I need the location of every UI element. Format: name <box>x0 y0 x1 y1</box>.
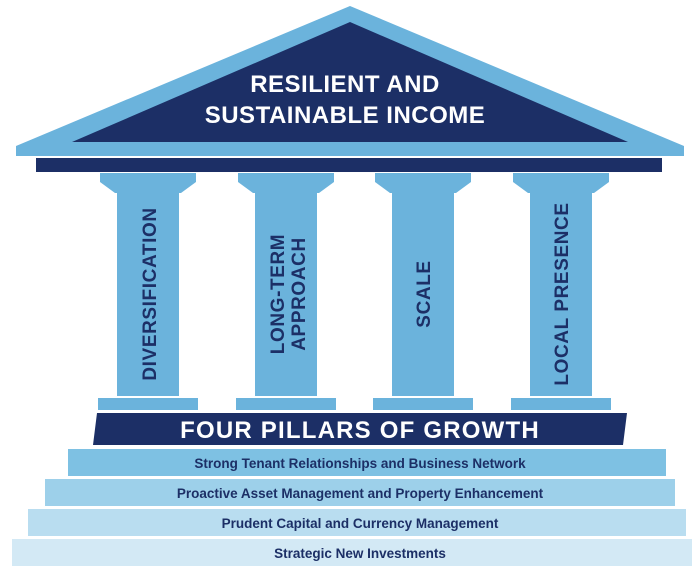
foundation-steps: Strong Tenant Relationships and Business… <box>12 449 692 566</box>
pillar-scale: SCALE <box>373 173 473 410</box>
roof-title-line1: RESILIENT AND <box>250 71 440 98</box>
pillar-shaft <box>530 193 592 396</box>
pillar-label-line1: LOCAL PRESENCE <box>552 202 573 385</box>
pillar-capital <box>513 173 609 182</box>
pillar-capital-flare <box>100 182 196 193</box>
pillar-label-line1: SCALE <box>414 260 435 327</box>
step-4 <box>12 539 692 566</box>
pillar-shaft <box>255 193 317 396</box>
pillar-shaft <box>392 193 454 396</box>
pillar-capital <box>238 173 334 182</box>
architrave <box>36 158 662 172</box>
pillar-capital-flare <box>513 182 609 193</box>
pillar-shaft <box>117 193 179 396</box>
step-1-label: Strong Tenant Relationships and Business… <box>194 456 526 471</box>
step-1 <box>68 449 666 476</box>
pillar-label-line1: DIVERSIFICATION <box>140 207 161 380</box>
step-3 <box>28 509 686 536</box>
four-pillars-banner: FOUR PILLARS OF GROWTH <box>93 413 627 445</box>
pillar-capital-flare <box>238 182 334 193</box>
roof: RESILIENT AND SUSTAINABLE INCOME <box>16 6 684 156</box>
pillar-base <box>373 398 473 410</box>
pillar-diversification: DIVERSIFICATION <box>98 173 198 410</box>
pillar-label-line1: LONG-TERM <box>268 234 289 354</box>
pillar-capital <box>100 173 196 182</box>
banner-shape <box>93 413 627 445</box>
step-4-label: Strategic New Investments <box>274 546 446 561</box>
pillar-base <box>236 398 336 410</box>
pillar-capital-flare <box>375 182 471 193</box>
pillar-base <box>511 398 611 410</box>
banner-label: FOUR PILLARS OF GROWTH <box>180 417 540 444</box>
pillar-label-line2: APPROACH <box>289 237 310 351</box>
pillar-long-term-approach: LONG-TERM APPROACH <box>236 173 336 410</box>
pillar-local-presence: LOCAL PRESENCE <box>511 173 611 410</box>
pillar-capital <box>375 173 471 182</box>
step-3-label: Prudent Capital and Currency Management <box>222 516 499 531</box>
step-2-label: Proactive Asset Management and Property … <box>177 486 544 501</box>
roof-inner <box>72 22 628 142</box>
pillar-base <box>98 398 198 410</box>
roof-title-line2: SUSTAINABLE INCOME <box>205 102 486 129</box>
step-2 <box>45 479 675 506</box>
